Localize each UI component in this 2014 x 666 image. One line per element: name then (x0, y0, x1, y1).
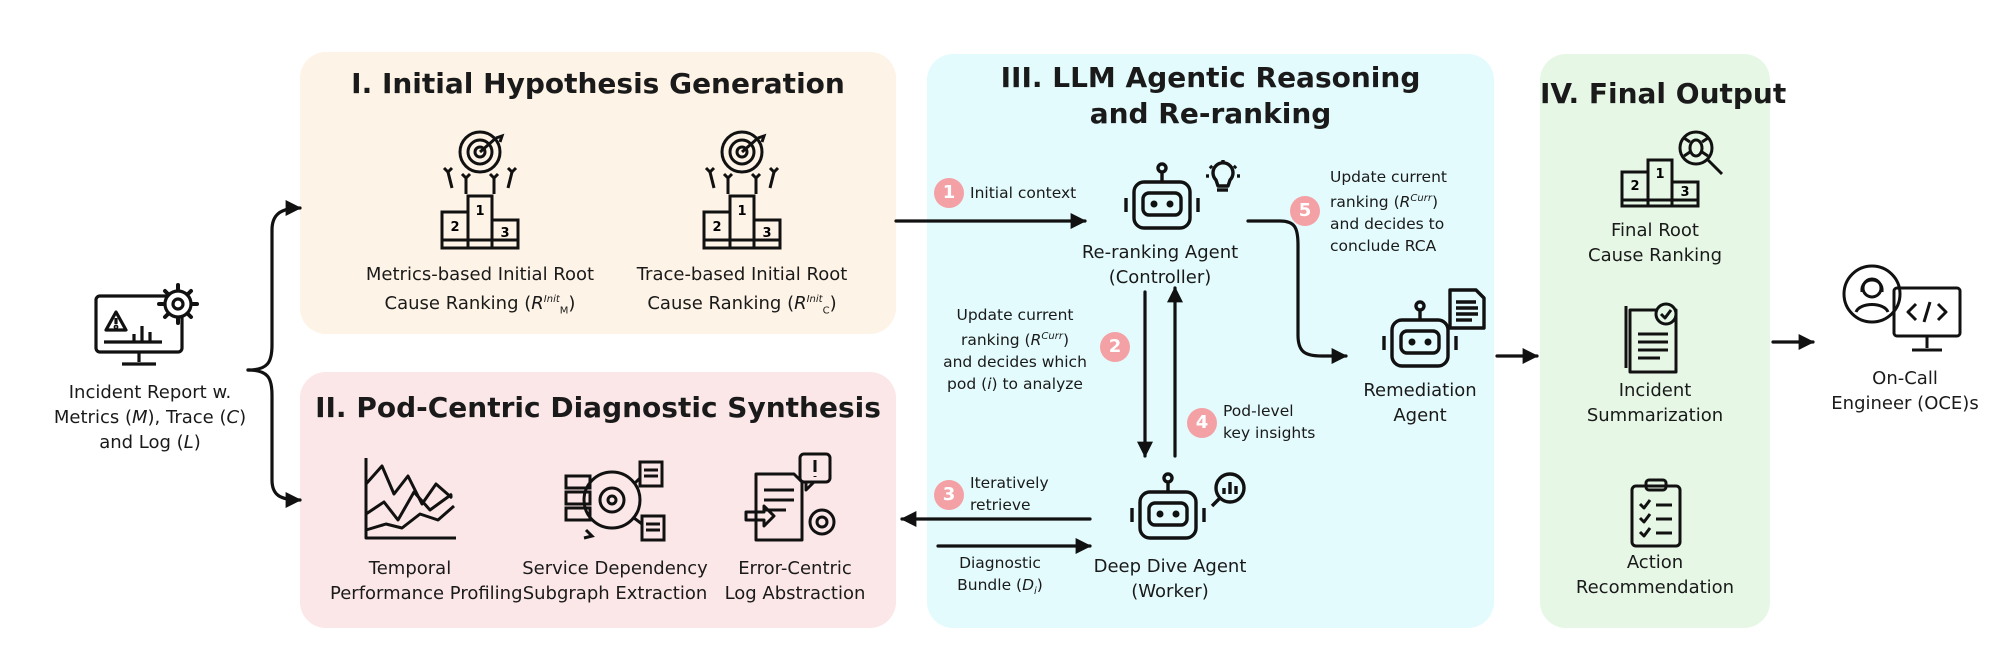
temporal-profiling-label: Temporal Performance Profiling (330, 556, 523, 606)
incident-report-line1: Incident Report w. (68, 382, 232, 403)
log-abstraction-label: Error-Centric Log Abstraction (715, 556, 875, 606)
stage4-title: IV. Final Output (1540, 77, 1787, 110)
step-2-line2: ranking (RCurr) (960, 331, 1069, 350)
incident-summary-document-icon (1624, 302, 1678, 374)
stage3-title: III. LLM Agentic Reasoning and Re-rankin… (927, 60, 1494, 132)
step-2-line3: and decides which (943, 353, 1087, 372)
step-3-badge: 3 (934, 480, 964, 510)
svg-text:1: 1 (1655, 167, 1664, 182)
step-5-line4: conclude RCA (1330, 237, 1437, 256)
step-2-line1: Update current (956, 306, 1074, 324)
log-abstraction-icon (744, 452, 836, 542)
line-chart-icon (364, 458, 456, 540)
step-5-line1: Update current (1330, 168, 1447, 186)
step-1-text: Initial context (970, 184, 1077, 202)
svg-text:1: 1 (475, 204, 484, 219)
svg-text:2: 2 (712, 220, 721, 235)
deep-dive-agent-robot-icon (1130, 472, 1246, 540)
step-4-badge: 4 (1187, 408, 1217, 438)
action-recommendation-label: Action Recommendation (1570, 550, 1740, 600)
deep-dive-agent-line1: Deep Dive Agent (1093, 556, 1247, 577)
step-4-line2: key insights (1223, 424, 1316, 442)
incident-report-label: Incident Report w. Metrics (M), Trace (C… (40, 380, 260, 455)
service-dependency-line1: Service Dependency (522, 558, 708, 579)
incident-summary-line1: Incident (1618, 380, 1692, 401)
action-checklist-icon (1630, 478, 1682, 548)
reranking-agent-line1: Re-ranking Agent (1081, 242, 1239, 263)
final-ranking-label: Final Root Cause Ranking (1570, 218, 1740, 268)
metrics-ranking-podium-icon: 1 2 3 (440, 130, 520, 250)
final-ranking-line2: Cause Ranking (1588, 245, 1722, 266)
svg-text:2: 2 (1630, 179, 1639, 194)
step-2-line4: pod (i) to analyze (947, 375, 1083, 394)
service-dependency-icon (564, 460, 666, 542)
svg-text:3: 3 (762, 226, 771, 241)
diagnostic-bundle-line2: Bundle (Di) (957, 576, 1043, 598)
reranking-agent-label: Re-ranking Agent (Controller) (1080, 240, 1240, 290)
metrics-ranking-label: Metrics-based Initial Root Cause Ranking… (355, 262, 605, 324)
svg-text:3: 3 (1680, 185, 1689, 200)
temporal-profiling-line1: Temporal (368, 558, 452, 579)
remediation-agent-label: Remediation Agent (1340, 378, 1500, 428)
diagnostic-bundle-text: Diagnostic Bundle (Di) (942, 552, 1058, 603)
metrics-ranking-line1: Metrics-based Initial Root (365, 264, 595, 285)
step-5-line3: and decides to (1330, 215, 1445, 234)
reranking-agent-robot-icon (1124, 160, 1240, 230)
step-4-text: Pod-level key insights (1223, 400, 1315, 444)
trace-ranking-line1: Trace-based Initial Root (636, 264, 848, 285)
incident-summary-label: Incident Summarization (1570, 378, 1740, 428)
final-ranking-line1: Final Root (1611, 220, 1699, 241)
on-call-engineer-line1: On-Call (1872, 368, 1938, 389)
step-1-badge: 1 (934, 178, 964, 208)
temporal-profiling-line2: Performance Profiling (330, 583, 523, 604)
trace-ranking-label: Trace-based Initial Root Cause Ranking (… (617, 262, 867, 324)
step-4-line1: Pod-level (1223, 402, 1294, 420)
remediation-agent-robot-icon (1382, 288, 1486, 368)
remediation-agent-line2: Agent (1393, 405, 1447, 426)
log-abstraction-line1: Error-Centric (738, 558, 852, 579)
step-5-line2: ranking (RCurr) (1330, 193, 1439, 212)
diagnostic-bundle-line1: Diagnostic (959, 554, 1041, 572)
action-recommendation-line2: Recommendation (1575, 577, 1735, 598)
deep-dive-agent-label: Deep Dive Agent (Worker) (1080, 554, 1260, 604)
step-3-text: Iteratively retrieve (970, 472, 1049, 516)
metrics-ranking-line2: Cause Ranking (RInitM) (384, 293, 576, 317)
step-5-badge: 5 (1290, 196, 1320, 226)
svg-text:3: 3 (500, 226, 509, 241)
final-ranking-podium-bug-icon: 1 2 3 (1620, 130, 1724, 208)
step-2-badge: 2 (1100, 332, 1130, 362)
remediation-agent-line1: Remediation (1363, 380, 1477, 401)
on-call-engineer-line2: Engineer (OCE)s (1831, 393, 1979, 414)
incident-report-monitor-icon (94, 283, 199, 366)
stage2-title: II. Pod-Centric Diagnostic Synthesis (315, 391, 881, 424)
on-call-engineer-label: On-Call Engineer (OCE)s (1810, 366, 2000, 416)
step-2-text: Update current ranking (RCurr) and decid… (935, 304, 1095, 395)
reranking-agent-line2: (Controller) (1108, 267, 1212, 288)
svg-text:2: 2 (450, 220, 459, 235)
initial-hypothesis-panel (300, 52, 896, 334)
incident-report-line3: and Log (L) (99, 432, 201, 453)
stage3-title-line2: and Re-ranking (1089, 97, 1332, 130)
trace-ranking-line2: Cause Ranking (RInitC) (647, 293, 837, 317)
incident-summary-line2: Summarization (1586, 405, 1724, 426)
step-5-text: Update current ranking (RCurr) and decid… (1330, 166, 1447, 257)
svg-text:1: 1 (737, 204, 746, 219)
diagnostic-synthesis-panel (300, 372, 896, 628)
step-3-line1: Iteratively (970, 474, 1049, 492)
stage3-title-line1: III. LLM Agentic Reasoning (1000, 61, 1421, 94)
deep-dive-agent-line2: (Worker) (1131, 581, 1209, 602)
trace-ranking-podium-icon: 1 2 3 (702, 130, 782, 250)
service-dependency-label: Service Dependency Subgraph Extraction (510, 556, 720, 606)
action-recommendation-line1: Action (1626, 552, 1684, 573)
stage1-title: I. Initial Hypothesis Generation (351, 67, 845, 100)
incident-report-line2: Metrics (M), Trace (C) (53, 407, 247, 428)
step-3-line2: retrieve (970, 496, 1031, 514)
log-abstraction-line2: Log Abstraction (724, 583, 866, 604)
on-call-engineer-icon (1842, 264, 1962, 352)
service-dependency-line2: Subgraph Extraction (522, 583, 708, 604)
